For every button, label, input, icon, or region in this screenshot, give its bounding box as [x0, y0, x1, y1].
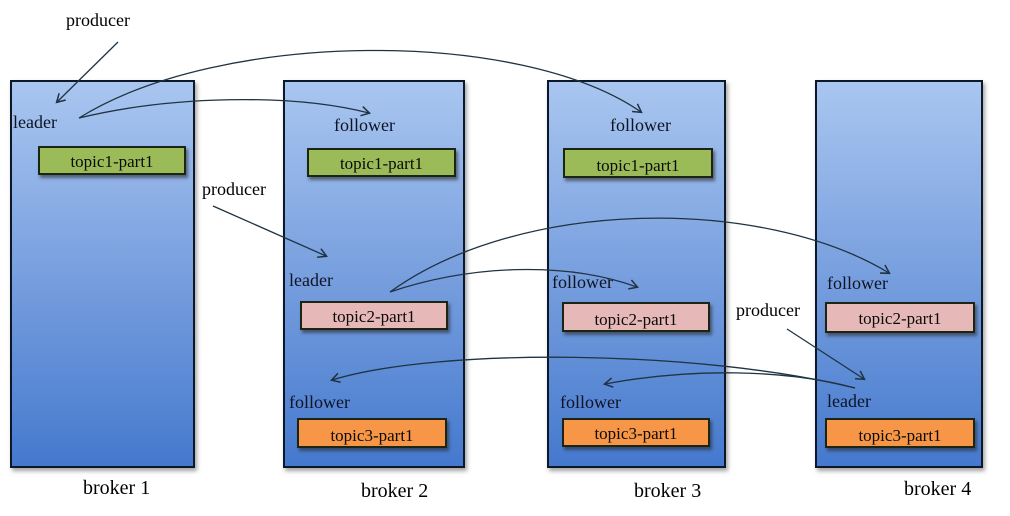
broker3-topic2-role-label: follower — [552, 272, 613, 292]
broker1-caption: broker 1 — [83, 477, 151, 499]
producer1-label: producer — [66, 10, 130, 30]
broker1-topic1-partition-box: topic1-part1 — [38, 146, 186, 175]
broker3-topic2-partition-box: topic2-part1 — [562, 302, 710, 332]
producer2-label: producer — [202, 179, 266, 199]
broker3-topic1-partition-label: topic1-part1 — [596, 155, 680, 175]
broker2-topic2-role-label: leader — [289, 270, 333, 290]
broker2-topic1-partition-label: topic1-part1 — [339, 154, 424, 174]
broker2-topic3-partition-label: topic3-part1 — [330, 425, 414, 445]
broker4-topic2-partition-label: topic2-part1 — [858, 309, 942, 329]
broker3-topic3-partition-label: topic3-part1 — [594, 424, 678, 444]
broker2-caption: broker 2 — [361, 480, 429, 502]
broker3-topic3-role-label: follower — [560, 392, 621, 412]
broker3-topic1-role-label: follower — [610, 115, 671, 135]
broker1-box — [10, 80, 195, 468]
broker2-topic2-partition-label: topic2-part1 — [332, 307, 416, 327]
broker3-caption: broker 3 — [634, 480, 702, 502]
producer3-label: producer — [736, 300, 800, 320]
broker2-topic1-role-label: follower — [334, 115, 395, 135]
broker2-topic1-partition-box: topic1-part1 — [307, 148, 456, 177]
broker4-topic3-partition-label: topic3-part1 — [858, 425, 942, 445]
broker4-topic2-role-label: follower — [827, 273, 888, 293]
broker3-topic3-partition-box: topic3-part1 — [562, 418, 710, 447]
broker2-topic2-partition-box: topic2-part1 — [300, 301, 448, 330]
broker4-topic3-partition-box: topic3-part1 — [825, 418, 975, 448]
broker2-topic3-partition-box: topic3-part1 — [297, 418, 447, 448]
broker3-topic1-partition-box: topic1-part1 — [563, 148, 713, 178]
broker4-caption: broker 4 — [904, 478, 972, 500]
broker4-topic3-role-label: leader — [827, 391, 871, 411]
broker4-topic2-partition-box: topic2-part1 — [825, 302, 975, 333]
broker2-topic3-role-label: follower — [289, 392, 350, 412]
broker1-topic1-partition-label: topic1-part1 — [70, 152, 154, 172]
broker1-topic1-role-label: leader — [13, 112, 57, 132]
broker3-topic2-partition-label: topic2-part1 — [594, 309, 678, 329]
